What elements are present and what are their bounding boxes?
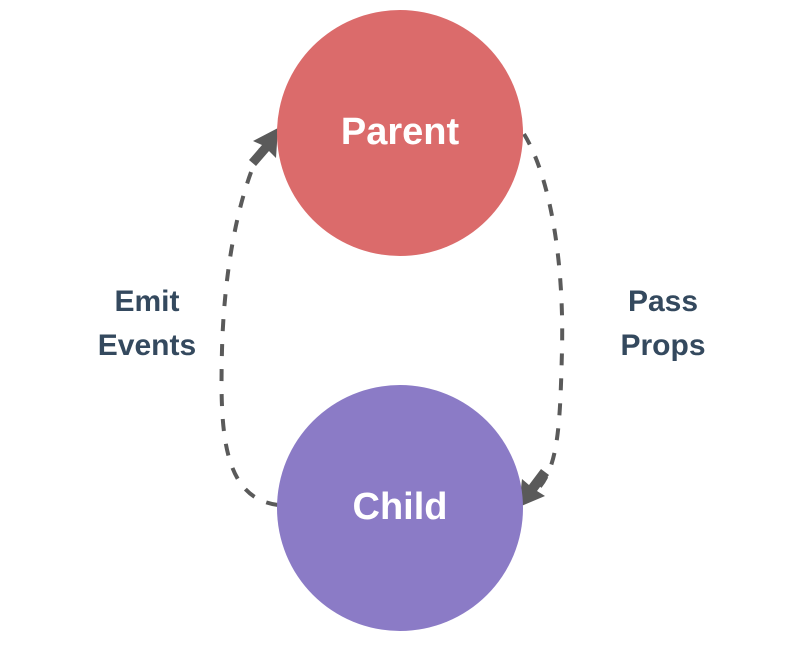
edge-pass-props (519, 132, 565, 507)
pass-props-label: Pass Props (620, 285, 705, 362)
pass-props-arrowhead-icon (519, 469, 549, 507)
emit-events-label-line-1: Emit (114, 285, 179, 318)
child-circle[interactable] (277, 385, 523, 631)
edge-emit-events (219, 128, 279, 507)
emit-events-dashed-curve (219, 140, 279, 507)
parent-circle[interactable] (277, 10, 523, 256)
node-child[interactable]: Child (277, 385, 523, 631)
node-parent[interactable]: Parent (277, 10, 523, 256)
child-label: Child (353, 486, 448, 528)
parent-label: Parent (341, 111, 460, 153)
pass-props-label-line-2: Props (620, 329, 705, 362)
pass-props-label-line-1: Pass (628, 285, 698, 318)
emit-events-label: Emit Events (98, 285, 196, 362)
pass-props-dashed-curve (522, 132, 565, 494)
emit-events-arrowhead-icon (249, 128, 278, 166)
emit-events-label-line-2: Events (98, 329, 196, 362)
